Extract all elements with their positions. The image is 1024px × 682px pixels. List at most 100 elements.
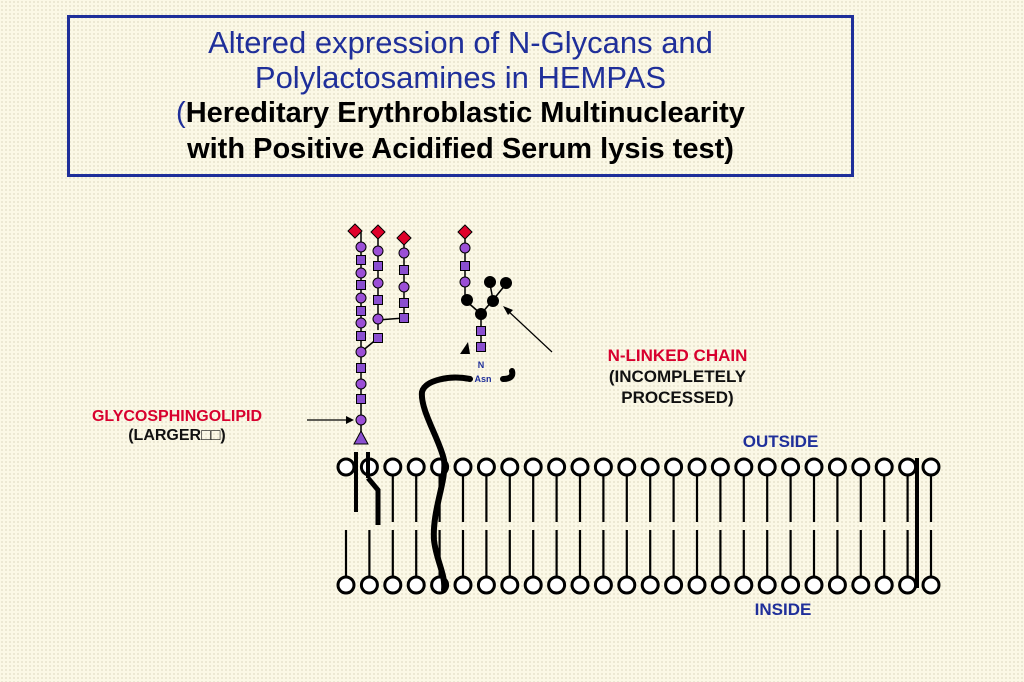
galactose-circle bbox=[372, 277, 384, 289]
lipid-head-bottom bbox=[336, 575, 356, 595]
n-letter: N bbox=[478, 360, 485, 370]
title-line-1: Altered expression of N-Glycans and bbox=[208, 25, 713, 60]
glycosphingolipid bbox=[347, 223, 412, 525]
glcnac-square bbox=[373, 261, 383, 271]
mannose-circle bbox=[475, 308, 487, 320]
glcnac-square bbox=[356, 255, 366, 265]
lipid-head-top bbox=[617, 457, 637, 477]
glcnac-square bbox=[399, 298, 409, 308]
galactose-circle bbox=[355, 346, 367, 358]
lipid-head-bottom bbox=[547, 575, 567, 595]
title-disease-name-cont: with Positive Acidified Serum lysis test bbox=[187, 133, 725, 165]
title-open-paren: ( bbox=[176, 97, 186, 129]
lipid-head-top bbox=[781, 457, 801, 477]
nlinked-title: N-LINKED CHAIN bbox=[607, 346, 748, 365]
inside-label: INSIDE bbox=[754, 600, 812, 619]
sialic-acid-diamond bbox=[457, 224, 473, 240]
lipid-head-bottom bbox=[827, 575, 847, 595]
sialic-acid-diamond bbox=[370, 224, 386, 240]
lipid-head-bottom bbox=[734, 575, 754, 595]
sialic-acid-diamond bbox=[347, 223, 363, 239]
asn-label: Asn bbox=[474, 374, 491, 384]
protein-chain bbox=[418, 368, 516, 593]
glcnac-square bbox=[373, 295, 383, 305]
lipid-head-top bbox=[710, 457, 730, 477]
lipid-head-top bbox=[757, 457, 777, 477]
galactose-circle bbox=[372, 313, 384, 325]
galactose-circle bbox=[398, 247, 410, 259]
glcnac-square bbox=[460, 261, 470, 271]
lipid-head-bottom bbox=[359, 575, 379, 595]
lipid-head-bottom bbox=[851, 575, 871, 595]
title-disease-name: Hereditary Erythroblastic Multinuclearit… bbox=[185, 97, 745, 129]
nlinked-arrow bbox=[505, 308, 553, 353]
glyco-sub: (LARGER□□) bbox=[128, 427, 226, 444]
nlinked-sub2: PROCESSED) bbox=[621, 388, 734, 407]
lipid-head-top bbox=[476, 457, 496, 477]
glcnac-square bbox=[373, 333, 383, 343]
title-line-3: (Hereditary Erythroblastic Multinucleari… bbox=[70, 95, 851, 131]
lipid-head-top bbox=[406, 457, 426, 477]
lipid-head-top bbox=[547, 457, 567, 477]
lipid-head-top bbox=[921, 457, 941, 477]
lipid-head-bottom bbox=[476, 575, 496, 595]
sialic-acid-diamond bbox=[396, 230, 412, 246]
galactose-circle bbox=[372, 245, 384, 257]
nlinked-label: N-LINKED CHAIN (INCOMPLETELY PROCESSED) bbox=[575, 346, 780, 408]
fucose-triangle bbox=[460, 342, 470, 354]
lipid-head-bottom bbox=[804, 575, 824, 595]
galactose-circle bbox=[459, 242, 471, 254]
galactose-circle bbox=[355, 241, 367, 253]
lipid-head-bottom bbox=[921, 575, 941, 595]
lipid-head-top bbox=[500, 457, 520, 477]
glcnac-square bbox=[356, 306, 366, 316]
glcnac-square bbox=[476, 326, 486, 336]
lipid-bilayer bbox=[336, 457, 941, 595]
lipid-head-bottom bbox=[687, 575, 707, 595]
lipid-head-bottom bbox=[781, 575, 801, 595]
nlinked-sub1: (INCOMPLETELY bbox=[608, 367, 747, 386]
glcnac-square bbox=[356, 394, 366, 404]
galactose-circle bbox=[459, 276, 471, 288]
lipid-head-bottom bbox=[617, 575, 637, 595]
glucose-triangle bbox=[353, 429, 369, 445]
title-box: Altered expression of N-Glycans and Poly… bbox=[67, 15, 854, 177]
lipid-head-bottom bbox=[593, 575, 613, 595]
lipid-head-bottom bbox=[383, 575, 403, 595]
lipid-head-bottom bbox=[640, 575, 660, 595]
lipid-head-top bbox=[687, 457, 707, 477]
lipid-head-top bbox=[453, 457, 473, 477]
lipid-head-bottom bbox=[898, 575, 918, 595]
glcnac-square bbox=[356, 363, 366, 373]
mannose-circle bbox=[461, 294, 473, 306]
galactose-circle bbox=[355, 414, 367, 426]
glcnac-square bbox=[356, 280, 366, 290]
lipid-head-top bbox=[874, 457, 894, 477]
galactose-circle bbox=[398, 281, 410, 293]
lipid-head-bottom bbox=[874, 575, 894, 595]
lipid-head-bottom bbox=[406, 575, 426, 595]
galactose-circle bbox=[355, 267, 367, 279]
lipid-head-top bbox=[383, 457, 403, 477]
mannose-circle bbox=[500, 277, 512, 289]
galactose-circle bbox=[355, 292, 367, 304]
title-close-paren: ) bbox=[724, 133, 734, 165]
mannose-circle bbox=[487, 295, 499, 307]
lipid-head-top bbox=[593, 457, 613, 477]
lipid-head-top bbox=[804, 457, 824, 477]
glyco-label: GLYCOSPHINGOLIPID (LARGER□□) bbox=[48, 407, 306, 446]
lipid-head-top bbox=[851, 457, 871, 477]
title-line-2: Polylactosamines in HEMPAS bbox=[254, 60, 667, 95]
glcnac-square bbox=[399, 313, 409, 323]
mannose-circle bbox=[484, 276, 496, 288]
lipid-head-bottom bbox=[710, 575, 730, 595]
lipid-head-top bbox=[664, 457, 684, 477]
lipid-head-bottom bbox=[570, 575, 590, 595]
outside-label: OUTSIDE bbox=[742, 432, 819, 451]
glcnac-square bbox=[399, 265, 409, 275]
lipid-head-top bbox=[336, 457, 356, 477]
lipid-head-top bbox=[640, 457, 660, 477]
lipid-head-top bbox=[523, 457, 543, 477]
glyco-title: GLYCOSPHINGOLIPID bbox=[91, 408, 263, 425]
n-linked-chain bbox=[418, 224, 516, 593]
